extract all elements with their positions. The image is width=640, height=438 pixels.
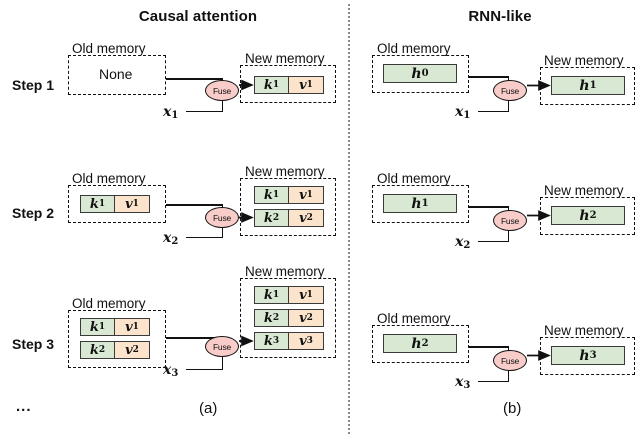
old-memory-title-c3: Old memory: [70, 296, 148, 311]
input-label-x1-rnn: x1: [455, 104, 471, 121]
wire-old-to-fuse-r3: [469, 346, 509, 348]
new-memory-title-r1: New memory: [542, 53, 626, 68]
new-memory-box-c3: [240, 278, 336, 358]
wire-old-to-fuse-r2: [469, 206, 509, 208]
step-label-3: Step 3: [12, 336, 55, 352]
step-label-1: Step 1: [12, 77, 55, 93]
wire-x-to-fuse-c2: [186, 236, 223, 239]
new-memory-title-c1: New memory: [243, 51, 327, 66]
fuse-node-r3[interactable]: Fuse: [493, 350, 527, 371]
fuse-node-c2[interactable]: Fuse: [205, 207, 239, 228]
new-memory-title-r2: New memory: [542, 183, 626, 198]
caption-b: (b): [503, 400, 522, 417]
new-memory-title-r3: New memory: [542, 323, 626, 338]
new-memory-title-c3: New memory: [243, 264, 327, 279]
input-label-x2-rnn: x2: [455, 234, 471, 251]
new-memory-title-c2: New memory: [243, 164, 327, 179]
panel-divider: [348, 4, 350, 434]
fuse-node-c3[interactable]: Fuse: [205, 336, 239, 357]
new-memory-box-c2: [240, 178, 336, 236]
fuse-node-c1[interactable]: Fuse: [205, 80, 239, 101]
old-memory-box-c1: [68, 55, 166, 95]
input-label-x1-causal: x1: [163, 104, 179, 121]
old-memory-title-r3: Old memory: [375, 311, 453, 326]
wire-old-to-fuse-c2: [166, 204, 223, 206]
panel-title-rnn: RNN-like: [468, 8, 532, 25]
fuse-node-r1[interactable]: Fuse: [493, 80, 527, 101]
old-memory-box-r3: [372, 325, 469, 363]
old-memory-title-c1: Old memory: [70, 41, 148, 56]
wire-x-to-fuse-c1: [186, 110, 223, 113]
wire-old-to-fuse-c1: [166, 78, 223, 80]
old-memory-none-c1: None: [99, 66, 133, 82]
wire-old-to-fuse-r1: [469, 76, 509, 78]
old-memory-title-c2: Old memory: [70, 171, 148, 186]
wire-vert-x-c1: [221, 92, 224, 111]
wire-x-to-fuse-r2: [478, 240, 509, 243]
wire-old-to-fuse-c3: [166, 337, 223, 339]
old-memory-title-r1: Old memory: [375, 41, 453, 56]
wire-x-to-fuse-r3: [478, 380, 509, 383]
fuse-node-r2[interactable]: Fuse: [493, 210, 527, 231]
old-memory-box-c2: [68, 185, 166, 223]
old-memory-box-r2: [372, 185, 469, 223]
input-label-x3-causal: x3: [163, 362, 179, 379]
input-label-x2-causal: x2: [163, 230, 179, 247]
wire-x-to-fuse-r1: [478, 110, 509, 113]
wire-vert-x-c3: [221, 350, 224, 369]
caption-a: (a): [199, 400, 218, 417]
new-memory-box-c1: [240, 65, 336, 103]
wire-vert-x-r2: [507, 222, 510, 241]
steps-continuation: ...: [16, 398, 32, 415]
old-memory-box-r1: [372, 55, 469, 93]
step-label-2: Step 2: [12, 205, 55, 221]
panel-title-causal: Causal attention: [138, 8, 258, 25]
wire-vert-x-r3: [507, 362, 510, 381]
input-label-x3-rnn: x3: [455, 374, 471, 391]
wire-x-to-fuse-c3: [186, 368, 223, 371]
wire-vert-x-r1: [507, 92, 510, 111]
old-memory-box-c3: [68, 310, 166, 368]
old-memory-title-r2: Old memory: [375, 171, 453, 186]
